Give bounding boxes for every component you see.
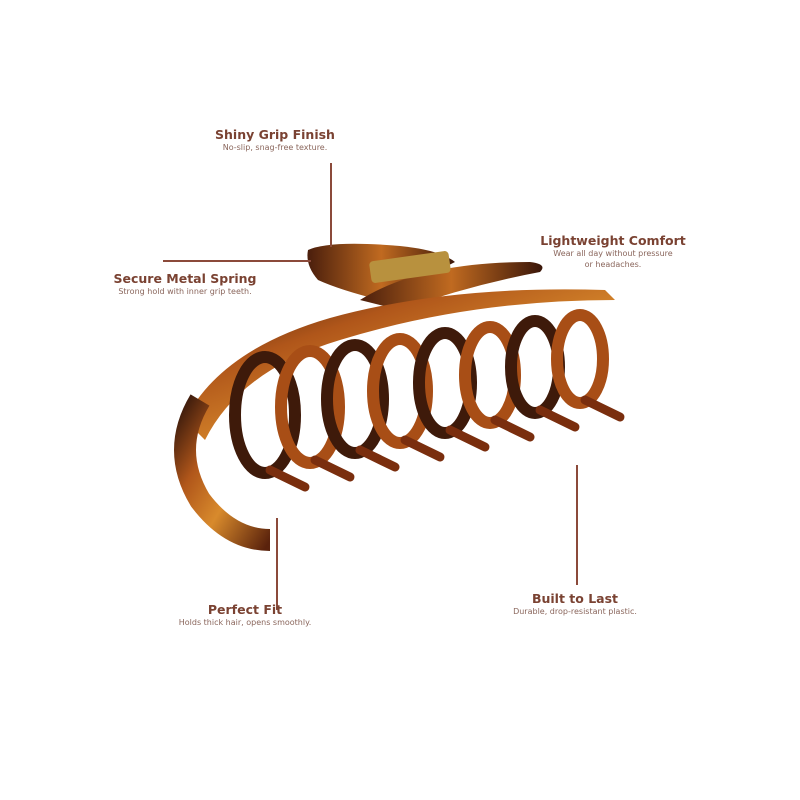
clip-tooth bbox=[580, 395, 625, 422]
leader-line-spring bbox=[163, 260, 311, 262]
clip-loop bbox=[229, 351, 301, 479]
callout-desc-line2: or headaches. bbox=[584, 260, 642, 269]
clip-loop bbox=[275, 345, 345, 469]
callout-desc: Holds thick hair, opens smoothly. bbox=[178, 618, 312, 627]
callout-title: Lightweight Comfort bbox=[540, 233, 686, 248]
clip-upper-jaw bbox=[360, 262, 543, 310]
callout-perfect-fit: Perfect Fit Holds thick hair, opens smoo… bbox=[160, 602, 330, 628]
clip-loop bbox=[321, 339, 389, 459]
callout-desc: No-slip, snag-free texture. bbox=[222, 143, 328, 152]
clip-tooth bbox=[535, 405, 580, 432]
clip-tooth bbox=[445, 425, 490, 452]
callout-title: Secure Metal Spring bbox=[113, 271, 257, 286]
leader-line-fit bbox=[276, 518, 278, 610]
callout-lightweight: Lightweight Comfort Wear all day without… bbox=[528, 233, 698, 270]
clip-tooth bbox=[355, 445, 400, 472]
callout-desc: Strong hold with inner grip teeth. bbox=[118, 287, 252, 296]
clip-tooth bbox=[400, 435, 445, 462]
callout-title: Shiny Grip Finish bbox=[215, 127, 335, 142]
callout-title: Perfect Fit bbox=[207, 602, 283, 617]
clip-tooth bbox=[490, 415, 535, 442]
metal-spring bbox=[369, 251, 451, 283]
leader-line-shiny bbox=[330, 163, 332, 247]
leader-line-built bbox=[576, 465, 578, 585]
callout-shiny-grip: Shiny Grip Finish No-slip, snag-free tex… bbox=[190, 127, 360, 153]
clip-tooth bbox=[310, 455, 355, 482]
clip-loop bbox=[367, 333, 433, 449]
callout-desc-line1: Wear all day without pressure bbox=[553, 249, 673, 258]
callout-desc: Durable, drop-resistant plastic. bbox=[513, 607, 637, 616]
clip-tooth bbox=[265, 465, 310, 492]
callout-title: Built to Last bbox=[531, 591, 619, 606]
callout-built-to-last: Built to Last Durable, drop-resistant pl… bbox=[490, 591, 660, 617]
clip-front-loop bbox=[174, 394, 271, 551]
clip-loop bbox=[551, 309, 609, 409]
callout-metal-spring: Secure Metal Spring Strong hold with inn… bbox=[100, 271, 270, 297]
